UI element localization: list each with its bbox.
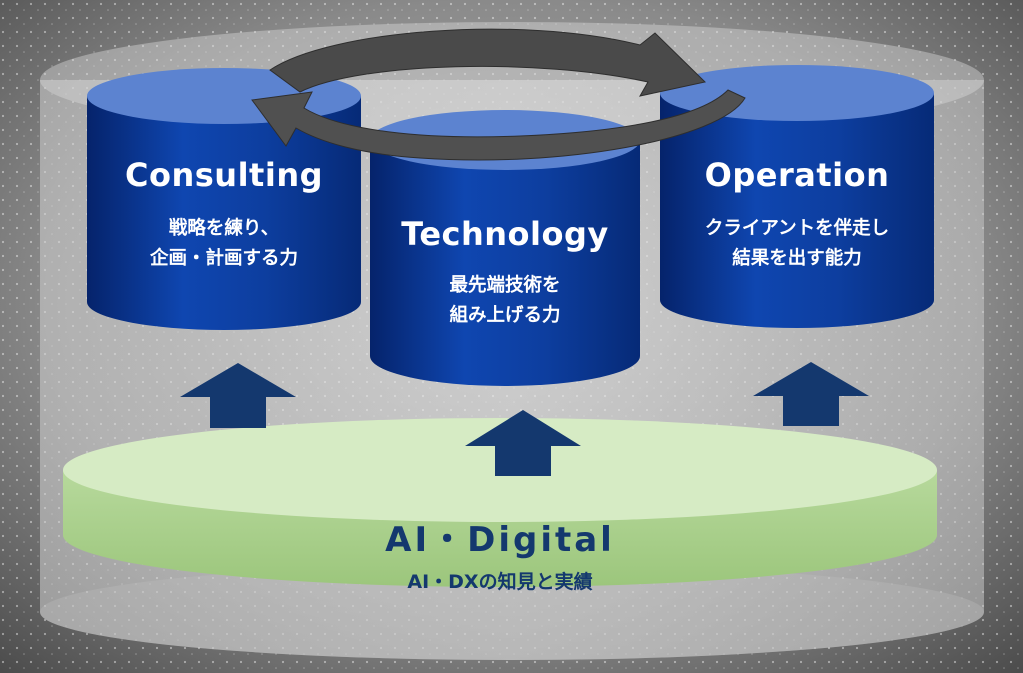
pillar-title-operation: Operation	[704, 156, 890, 194]
pillar-title-consulting: Consulting	[125, 156, 323, 194]
pillar-desc-technology: 最先端技術を 組み上げる力	[370, 271, 640, 331]
pillar-desc-line: クライアントを伴走し	[704, 218, 890, 239]
up-arrow-icon	[180, 363, 296, 428]
foundation-desc: AI・DXの知見と実績	[407, 571, 593, 593]
cycle-arrow-icon	[269, 28, 707, 97]
pillar-desc-consulting: 戦略を練り、 企画・計画する力	[87, 214, 361, 274]
cylinder-consulting	[87, 68, 361, 330]
pillar-desc-operation: クライアントを伴走し 結果を出す能力	[660, 214, 934, 274]
up-arrow-icon	[753, 362, 869, 426]
pillar-desc-line: 企画・計画する力	[149, 248, 298, 269]
pillar-desc-line: 組み上げる力	[449, 305, 561, 326]
cylinder-operation	[660, 65, 934, 328]
foundation-title: AI・Digital	[385, 520, 615, 560]
pillar-desc-line: 結果を出す能力	[732, 248, 862, 269]
up-arrow-icon	[465, 410, 581, 476]
pillar-desc-line: 戦略を練り、	[168, 218, 280, 239]
pillar-title-technology: Technology	[401, 215, 609, 253]
pillar-desc-line: 最先端技術を	[449, 275, 561, 296]
cycle-arrow-icon	[251, 89, 746, 161]
